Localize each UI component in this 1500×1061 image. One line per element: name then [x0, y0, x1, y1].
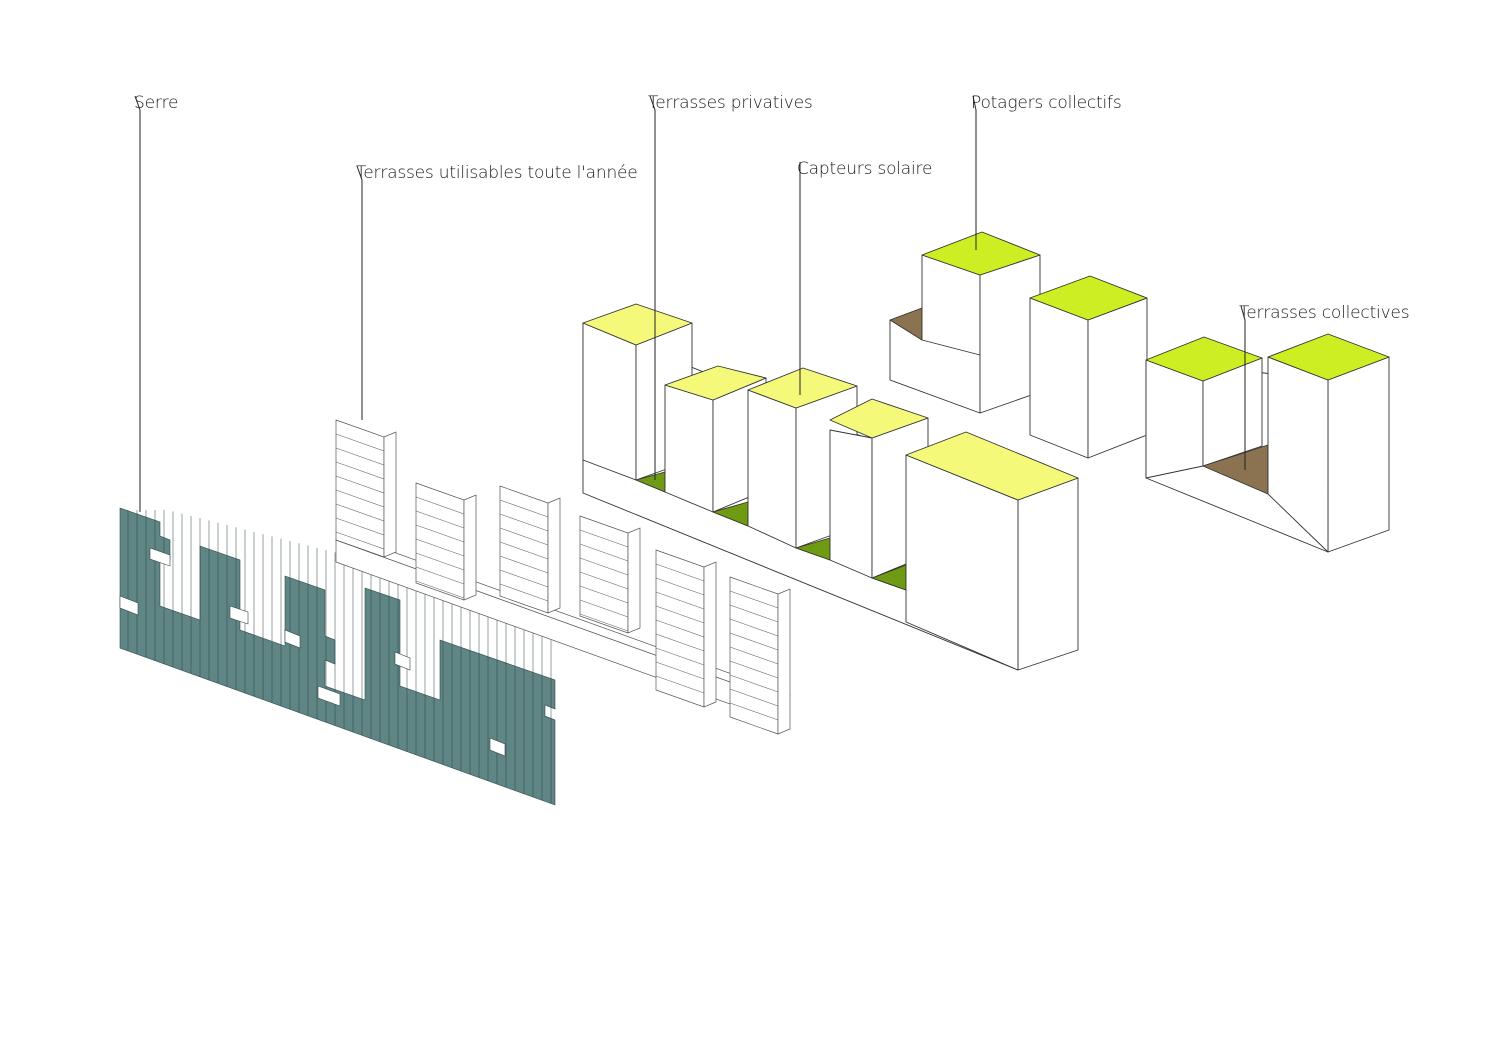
rack-shelf — [655, 605, 705, 624]
rack-shelf — [579, 529, 629, 548]
rack-shelf — [499, 527, 549, 546]
garden-block — [889, 231, 1148, 459]
rack-shelf — [499, 541, 549, 560]
solar-roof-4 — [829, 398, 929, 439]
rack-shelf — [335, 475, 385, 494]
rack-shelf — [415, 566, 465, 585]
rack-shelf — [499, 555, 549, 574]
garden-roof-2 — [1029, 275, 1148, 321]
solar-roof-5 — [905, 431, 1079, 501]
leader-lines — [134, 95, 1246, 512]
rack-shelf — [729, 646, 779, 665]
solar-roof-1 — [582, 303, 693, 346]
rack-shelf — [655, 591, 705, 610]
rack-column-side — [703, 561, 717, 708]
rack-shelf — [415, 510, 465, 529]
rack-shelf — [579, 557, 629, 576]
rack-column-side — [383, 431, 397, 558]
rack-shelf — [335, 461, 385, 480]
serre-greenhouse-panel — [119, 507, 556, 806]
label-terrasses-collectives: Terrasses collectives — [1239, 303, 1409, 323]
solar-roof-3 — [747, 367, 858, 409]
solar-block — [582, 303, 1079, 671]
rack-shelf — [335, 503, 385, 522]
rack-shelf — [579, 585, 629, 604]
label-terrasses-utilisables: Terrasses utilisables toute l'année — [356, 163, 638, 183]
rack-column-side — [777, 588, 791, 735]
rack-column-side — [547, 497, 561, 614]
rack-column-side — [463, 494, 477, 601]
collective-block — [1145, 333, 1390, 553]
rack-shelf — [415, 524, 465, 543]
rack-shelf — [655, 619, 705, 638]
label-serre: Serre — [134, 93, 178, 113]
rack-shelf — [335, 489, 385, 508]
label-potagers-collectifs: Potagers collectifs — [971, 93, 1121, 113]
rack-shelf — [655, 577, 705, 596]
rack-shelf — [415, 538, 465, 557]
rack-shelf — [729, 660, 779, 679]
rack-shelf — [335, 517, 385, 536]
rack-column — [335, 419, 385, 558]
label-terrasses-privatives: Terrasses privatives — [648, 93, 813, 113]
rack-shelf — [655, 633, 705, 652]
rack-column-side — [627, 527, 641, 634]
rack-shelf — [415, 552, 465, 571]
rack-shelf — [655, 661, 705, 680]
rack-shelf — [729, 618, 779, 637]
garden-roof-4 — [1267, 333, 1390, 381]
rack-shelf — [729, 702, 779, 721]
rack-shelf — [499, 513, 549, 532]
solar-roof-2 — [664, 365, 767, 401]
rack-column — [499, 485, 549, 614]
rack-shelf — [415, 496, 465, 515]
garden-roof-1 — [921, 231, 1041, 276]
rack-shelf — [415, 580, 465, 599]
rack-shelf — [335, 433, 385, 452]
rack-shelf — [335, 531, 385, 550]
rack-shelf — [729, 632, 779, 651]
rack-shelf — [579, 613, 629, 632]
rack-shelf — [499, 583, 549, 602]
rack-shelf — [499, 499, 549, 518]
rack-shelf — [655, 563, 705, 582]
building-volumes — [582, 231, 1390, 671]
terrasses-utilisables-layer — [335, 419, 791, 735]
rack-shelf — [579, 599, 629, 618]
rack-shelf — [655, 675, 705, 694]
rack-shelf — [729, 604, 779, 623]
rack-shelf — [655, 647, 705, 666]
label-capteurs-solaire: Capteurs solaire — [797, 159, 932, 179]
rack-shelf — [729, 590, 779, 609]
garden-roof-3 — [1145, 336, 1263, 382]
rack-shelf — [579, 543, 629, 562]
rack-shelf — [729, 688, 779, 707]
rack-shelf — [499, 569, 549, 588]
rack-shelf — [579, 571, 629, 590]
labels: Serre Terrasses utilisables toute l'anné… — [134, 93, 1410, 323]
rack-shelf — [729, 674, 779, 693]
rack-shelf — [335, 447, 385, 466]
